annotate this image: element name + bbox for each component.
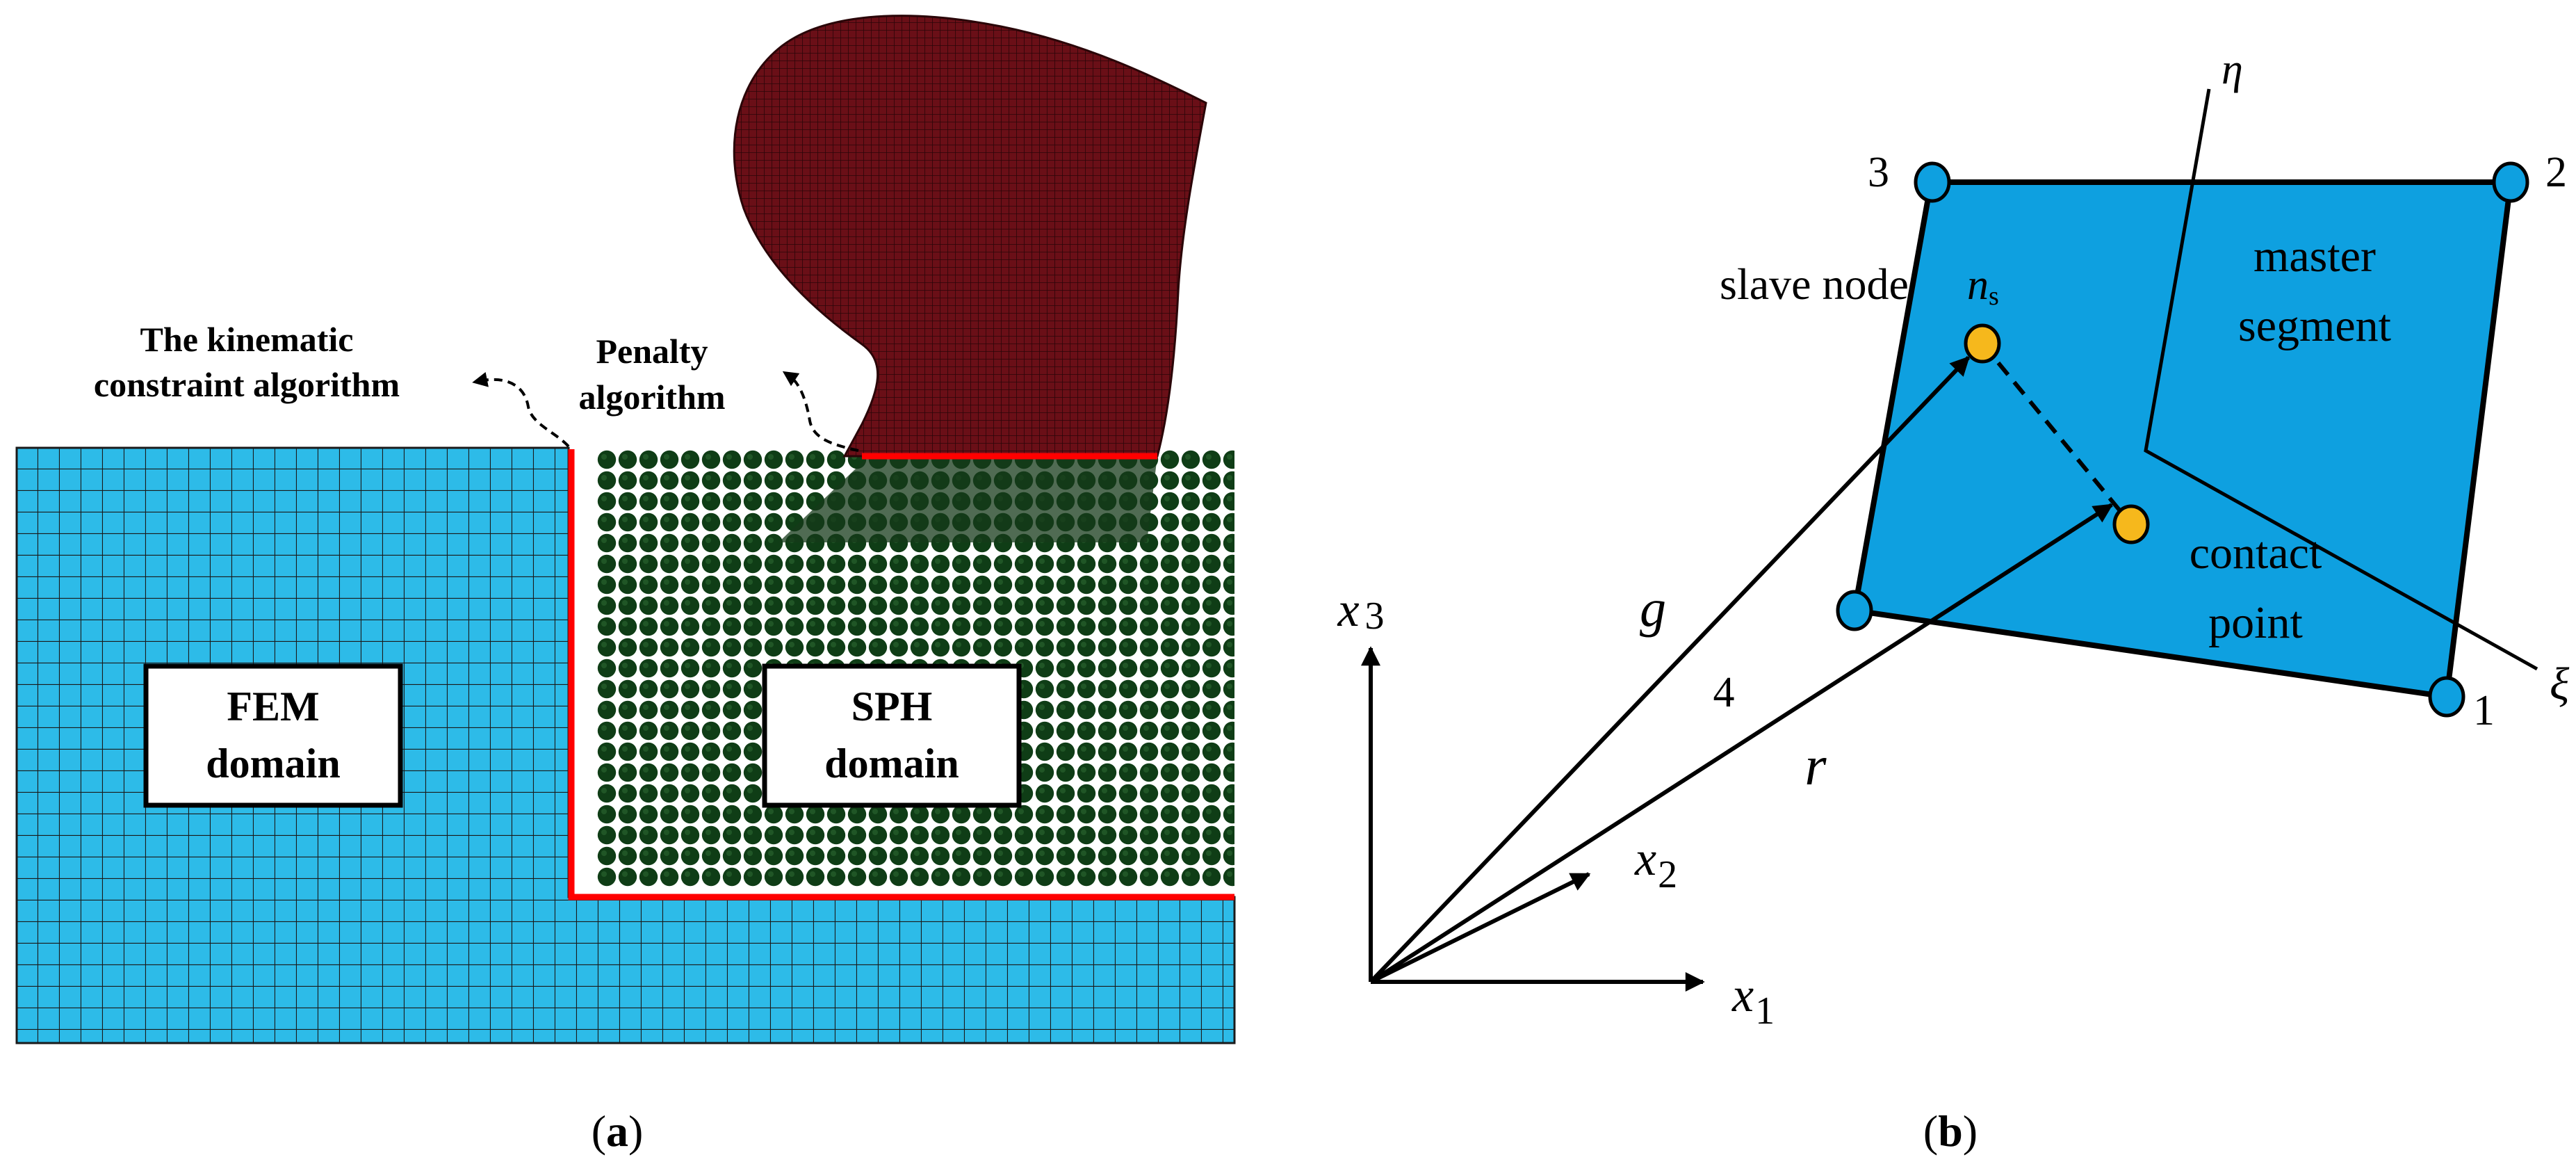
node-3-label: 3 [1868,149,1889,196]
g-vector [1369,355,1971,984]
kinematic-label-line2: constraint algorithm [94,365,400,404]
node-1-circle [2428,676,2465,718]
gap-dashed-line [1980,342,2133,526]
node-1-label: 1 [2473,687,2495,734]
x2-label: x2 [1634,832,1677,896]
fem-label-line2: domain [206,741,340,786]
master-segment-line1: master [2253,231,2376,282]
sph-label-box: SPH domain [762,663,1022,808]
ns-label: ns [1967,261,1999,311]
r-vector [1369,503,2114,984]
projectile [733,15,1207,542]
kinematic-pointer-arrow [472,372,570,448]
penalty-label-line2: algorithm [578,378,725,417]
master-segment-line2: segment [2238,300,2391,351]
panel-b: η ξ 3 2 1 4 slave node ns master segment… [1337,46,2570,1156]
node-4-circle [1836,590,1873,631]
penalty-pointer-arrow [782,371,859,452]
sph-label-line2: domain [824,741,959,786]
g-label: g [1640,579,1666,638]
kinematic-label-line1: The kinematic [140,320,354,359]
r-label: r [1804,736,1827,797]
master-segment [1851,179,2514,700]
xi-label: ξ [2550,659,2570,709]
fem-label-line1: FEM [227,684,319,729]
contact-point-line1: contact [2190,528,2322,579]
eta-label: η [2222,46,2243,93]
eta-xi-axes [2144,88,2538,671]
x2-axis [1369,872,1591,984]
penalty-label-line1: Penalty [596,332,708,371]
panel-a: FEM domain SPH domain The kinematic cons… [15,15,1236,1156]
contact-point-line2: point [2208,597,2303,648]
sph-label-line1: SPH [851,684,933,729]
caption-b: (b) [1923,1106,1978,1156]
node-2-circle [2492,161,2529,203]
fem-label-box: FEM domain [143,663,403,808]
node-3-circle [1914,161,1951,203]
x1-label: x1 [1731,969,1775,1033]
contact-point-circle [2112,504,2150,544]
caption-a: (a) [592,1106,644,1156]
slave-node-label: slave node [1720,259,1909,309]
slave-node-circle [1964,323,2001,364]
node-4-label: 4 [1713,669,1735,716]
kinematic-interface-line [568,449,1234,901]
node-2-label: 2 [2545,149,2567,196]
